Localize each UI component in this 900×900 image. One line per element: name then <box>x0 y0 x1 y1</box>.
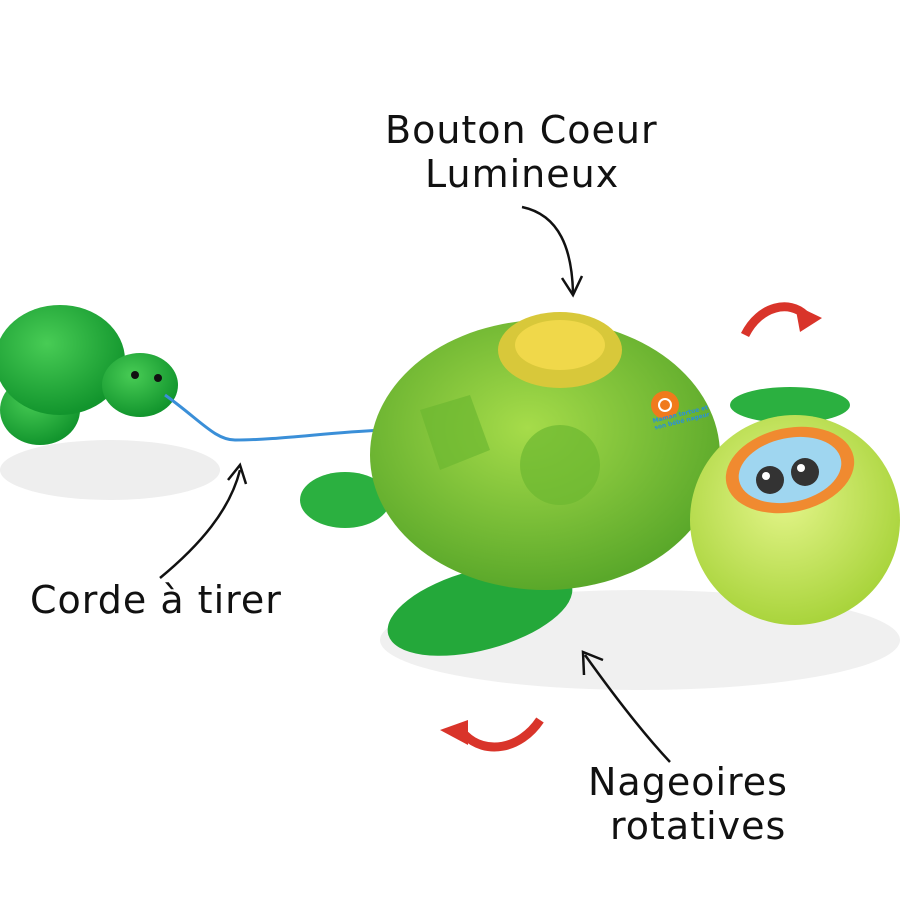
label-pull-cord: Corde à tirer <box>30 578 282 622</box>
label-flippers-line1: Nageoires <box>588 760 788 804</box>
rotate-arrow-bottom <box>461 717 544 752</box>
pull-cord <box>164 393 386 442</box>
baby-turtle <box>0 305 178 445</box>
power-button <box>651 391 679 419</box>
pointer-arrow-cord <box>159 469 242 579</box>
pointer-arrow-heart <box>521 205 575 294</box>
rotate-arrow-top <box>740 302 809 338</box>
label-heart-button-line2: Lumineux <box>425 152 620 196</box>
label-flippers-line2: rotatives <box>610 804 787 848</box>
label-heart-button: Bouton Coeur Lumineux <box>385 108 658 196</box>
top-flipper <box>730 387 850 423</box>
label-heart-button-line1: Bouton Coeur <box>385 108 658 152</box>
pointer-arrow-flippers <box>583 654 671 763</box>
label-flippers: Nageoires rotatives <box>588 760 788 848</box>
back-flipper <box>300 472 390 528</box>
baby-shadow <box>0 440 220 500</box>
